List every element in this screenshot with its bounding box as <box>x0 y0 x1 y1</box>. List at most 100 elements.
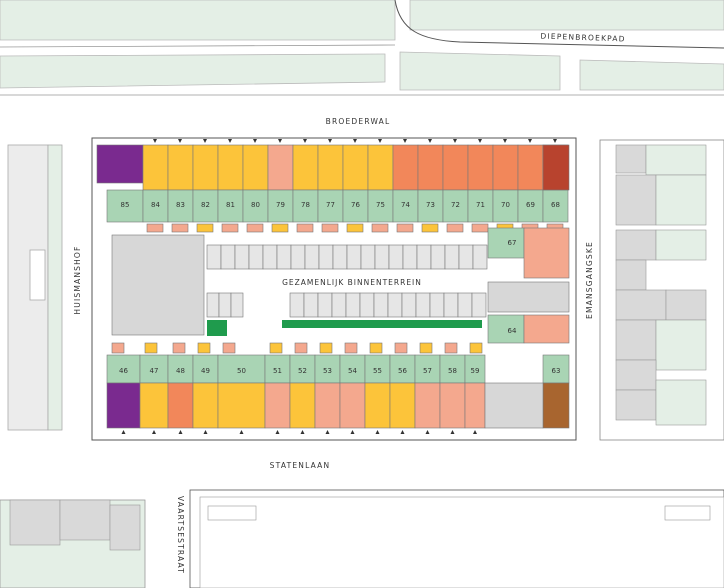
plot-number: 79 <box>276 201 285 209</box>
parking-space <box>458 244 474 270</box>
plot-number: 82 <box>201 201 210 209</box>
plot-number: 67 <box>508 239 517 247</box>
house-front <box>414 382 441 429</box>
entrance-arrow <box>121 430 126 434</box>
house-front <box>192 144 219 191</box>
garden-plot <box>264 354 291 384</box>
shed <box>319 342 333 354</box>
parking-space <box>332 244 348 270</box>
house-front <box>314 382 341 429</box>
house-front <box>517 144 544 191</box>
parking-space <box>304 244 320 270</box>
entrance-arrow <box>253 139 257 143</box>
entrance-arrow <box>478 139 482 143</box>
house-front <box>106 382 141 429</box>
garden-plot <box>192 189 219 223</box>
plot-number: 56 <box>398 367 407 375</box>
shed <box>222 342 236 354</box>
parking-space <box>230 292 244 318</box>
entrance-arrow <box>228 139 232 143</box>
house-front <box>492 144 519 191</box>
garden-plot <box>414 354 441 384</box>
plot-number: 51 <box>273 367 282 375</box>
plot-number: 53 <box>323 367 332 375</box>
green-strip <box>282 320 482 328</box>
garden-plot <box>392 189 419 223</box>
house-front <box>389 382 416 429</box>
parking-space <box>262 244 278 270</box>
shed <box>396 223 414 233</box>
house-front <box>217 144 244 191</box>
house-front <box>542 382 570 429</box>
entrance-arrow <box>153 139 157 143</box>
garden-plot <box>517 189 544 223</box>
garden-plot <box>314 354 341 384</box>
entrance-arrow <box>378 139 382 143</box>
parking-space <box>401 292 417 318</box>
entrance-arrow <box>350 430 355 434</box>
plot-number: 63 <box>552 367 561 375</box>
shed <box>346 223 364 233</box>
green-patch <box>207 320 227 336</box>
parking-space <box>318 244 334 270</box>
parking-space <box>387 292 403 318</box>
garden-plot <box>542 189 569 223</box>
entrance-arrow <box>450 430 455 434</box>
plot-number: 84 <box>151 201 160 209</box>
south-neighbours <box>0 489 724 588</box>
house-front <box>523 227 570 279</box>
garden-plot <box>142 189 169 223</box>
entrance-arrow <box>300 430 305 434</box>
garden-plot <box>467 189 494 223</box>
garden-plot <box>487 227 525 259</box>
plot-number: 59 <box>471 367 480 375</box>
entrance-arrow <box>328 139 332 143</box>
street-label-huismanshof: HUISMANSHOF <box>73 245 82 314</box>
plot-number: 64 <box>508 327 517 335</box>
plot-number: 76 <box>351 201 360 209</box>
shed <box>419 342 433 354</box>
shed <box>471 223 489 233</box>
shed <box>246 223 264 233</box>
house-front <box>242 144 269 191</box>
entrance-arrow <box>473 430 477 434</box>
house-front <box>317 144 344 191</box>
parking-space <box>457 292 473 318</box>
shed <box>294 342 308 354</box>
entrance-arrow <box>553 139 557 143</box>
house-front <box>267 144 294 191</box>
garden-plot <box>167 354 194 384</box>
parking-space <box>303 292 319 318</box>
house-front <box>264 382 291 429</box>
street-label-diepenbroekpad: DIEPENBROEKPAD <box>540 32 626 44</box>
shed <box>146 223 164 233</box>
entrance-arrow <box>178 430 183 434</box>
entrance-arrow <box>152 430 156 434</box>
house-front <box>289 382 316 429</box>
shed <box>469 342 483 354</box>
entrance-arrow <box>403 139 407 143</box>
entrance-arrow <box>275 430 280 434</box>
plot-number: 80 <box>251 201 260 209</box>
house-front-corner <box>542 144 570 191</box>
entrance-arrow <box>203 430 208 434</box>
courtyard-parking <box>206 244 488 318</box>
north-green-areas <box>0 0 724 96</box>
west-neighbours <box>7 144 63 431</box>
parking-space <box>248 244 264 270</box>
shed <box>369 342 383 354</box>
parking-space <box>206 292 220 318</box>
entrance-arrow <box>203 139 207 143</box>
shed <box>269 342 283 354</box>
entrance-arrow <box>428 139 432 143</box>
garden-plot <box>106 354 141 384</box>
parking-space <box>206 244 222 270</box>
street-label-broederwal: BROEDERWAL <box>326 117 391 126</box>
garden-plot <box>139 354 169 384</box>
shed <box>344 342 358 354</box>
shed <box>197 342 211 354</box>
shed <box>271 223 289 233</box>
parking-space <box>416 244 432 270</box>
garden-plot <box>267 189 294 223</box>
parking-space <box>373 292 389 318</box>
